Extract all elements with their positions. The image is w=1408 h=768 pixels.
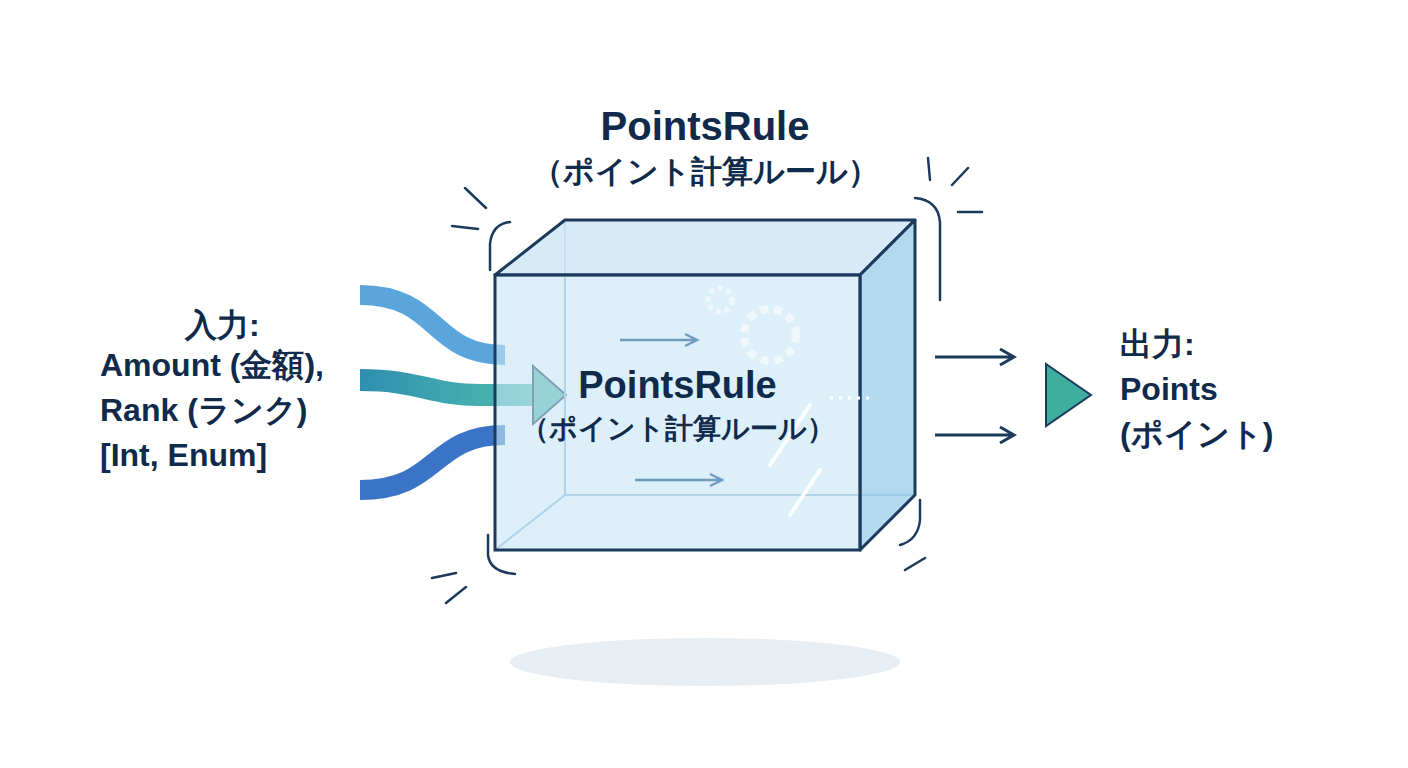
node-label: PointsRule （ポイント計算ルール） (495, 363, 860, 451)
node-heading: PointsRule （ポイント計算ルール） (505, 103, 905, 195)
floor-shadow (510, 638, 900, 686)
input-ribbon (360, 435, 505, 490)
rule-box: PointsRule （ポイント計算ルール） PointsRule （ポイント計算… (470, 95, 940, 560)
thin-arrow (935, 427, 1014, 443)
gear-symbol (708, 288, 732, 312)
output-heading: 出力: (1120, 322, 1260, 367)
output-arrow (898, 384, 1050, 406)
dots (830, 397, 870, 400)
sparkle-lines (900, 500, 925, 570)
sparkle-lines (915, 158, 982, 300)
inner-arrows (620, 334, 722, 486)
hidden-edges (495, 220, 915, 550)
input-heading: 入力: (185, 303, 325, 348)
cuboid-side (860, 220, 915, 550)
thin-arrow (935, 349, 1014, 365)
arrow-head (1046, 364, 1091, 426)
input-list: Amount (金額), Rank (ランク) [Int, Enum] (100, 343, 362, 478)
output-list: Points (ポイント) (1120, 367, 1302, 457)
sparkle-lines (452, 188, 510, 270)
gear-symbol (744, 309, 796, 361)
cuboid-front (495, 275, 860, 550)
input-ribbon (360, 295, 505, 355)
cuboid-top (495, 220, 915, 275)
